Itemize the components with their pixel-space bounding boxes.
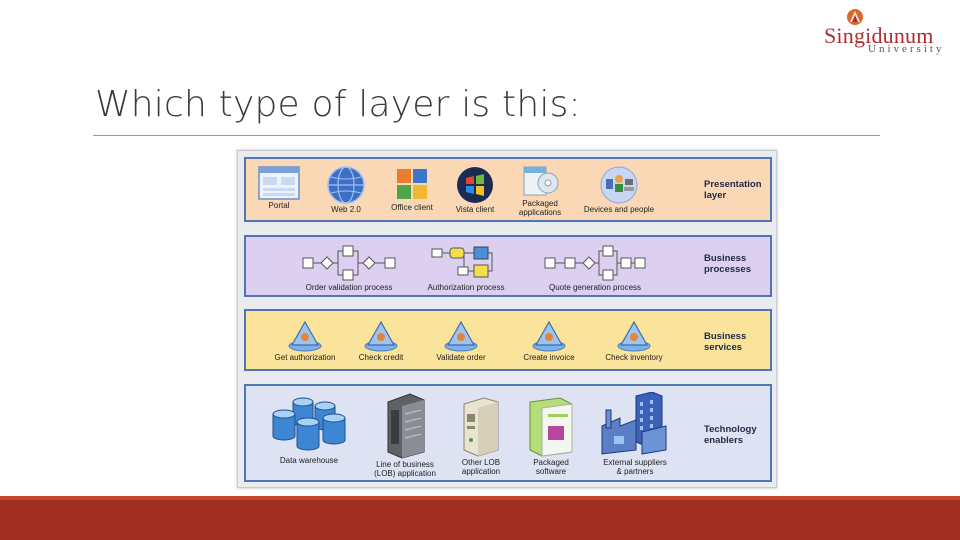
item-label-get-authorization: Get authorization (274, 353, 336, 362)
item-label-authorization: Authorization process (427, 283, 505, 292)
item-label-data-warehouse: Data warehouse (279, 456, 339, 465)
item-vista-client: Vista client (446, 165, 504, 214)
database-cylinders-icon (272, 397, 346, 451)
item-label-vista-client: Vista client (455, 205, 495, 214)
service-triangle-icon (288, 320, 322, 352)
item-label-packaged-software: Packaged software (533, 458, 569, 476)
item-get-authorization: Get authorization (268, 319, 342, 362)
layer-label-presentation: Presentation layer (704, 179, 762, 201)
item-label-office-client: Office client (391, 203, 433, 212)
item-external-suppliers-partners: External suppliers & partners (592, 392, 678, 476)
band-presentation-layer: Portal Web 2.0 Office (244, 157, 772, 222)
package-cd-icon (523, 166, 559, 196)
band-business-services: Get authorization Check credit Validate … (244, 309, 772, 371)
item-label-devices-and-people: Devices and people (583, 205, 655, 214)
layer-label-business-processes: Business processes (704, 253, 752, 275)
item-validate-order: Validate order (426, 319, 496, 362)
footer-accent-line (0, 496, 960, 501)
band-business-processes: Order validation process Authorization p… (244, 235, 772, 297)
service-triangle-icon (444, 320, 478, 352)
item-label-order-validation: Order validation process (305, 283, 393, 292)
item-web20: Web 2.0 (318, 165, 374, 214)
item-devices-and-people: Devices and people (576, 165, 662, 214)
item-packaged-software: Packaged software (518, 396, 584, 476)
title-divider (93, 135, 880, 136)
item-check-inventory: Check inventory (596, 319, 672, 362)
item-label-other-lob-application: Other LOB application (461, 458, 501, 476)
university-logo: Singidunum University (824, 8, 948, 55)
windows-icon (457, 167, 493, 203)
item-lob-application: Line of business (LOB) application (360, 392, 450, 478)
layer-label-technology-enablers: Technology enablers (704, 424, 757, 446)
layer-diagram: Portal Web 2.0 Office (237, 150, 777, 488)
flowchart-icon (302, 245, 396, 281)
item-check-credit: Check credit (348, 319, 414, 362)
devices-people-icon (600, 166, 638, 204)
layer-label-business-services: Business services (704, 331, 747, 353)
item-label-check-inventory: Check inventory (605, 353, 663, 362)
item-label-external-suppliers: External suppliers & partners (603, 458, 667, 476)
logo-subtitle: University (868, 43, 945, 55)
item-data-warehouse: Data warehouse (268, 396, 350, 465)
item-label-quote-generation: Quote generation process (548, 283, 642, 292)
office-icon (397, 169, 427, 199)
item-label-packaged-applications: Packaged applications (518, 199, 562, 217)
footer-bar (0, 500, 960, 540)
portal-icon (258, 166, 300, 200)
item-label-validate-order: Validate order (436, 353, 486, 362)
item-label-lob-application: Line of business (LOB) application (374, 460, 436, 478)
service-triangle-icon (532, 320, 566, 352)
server-light-icon (463, 397, 499, 457)
item-label-web20: Web 2.0 (331, 205, 361, 214)
logo-emblem-icon (847, 9, 863, 25)
slide-title: Which type of layer is this: (95, 84, 581, 125)
service-triangle-icon (364, 320, 398, 352)
item-quote-generation-process: Quote generation process (536, 243, 654, 292)
item-authorization-process: Authorization process (418, 243, 514, 292)
service-triangle-icon (617, 320, 651, 352)
item-office-client: Office client (382, 165, 442, 212)
band-technology-enablers: Data warehouse Line of business (LOB) ap… (244, 384, 772, 482)
item-label-portal: Portal (268, 201, 290, 210)
flowchart-color-icon (431, 246, 493, 278)
item-create-invoice: Create invoice (514, 319, 584, 362)
globe-icon (327, 166, 365, 204)
server-dark-icon (387, 393, 425, 459)
software-box-icon (529, 397, 573, 457)
item-label-check-credit: Check credit (358, 353, 404, 362)
logo-name: Singidunum (824, 23, 934, 48)
item-label-create-invoice: Create invoice (523, 353, 575, 362)
item-portal: Portal (254, 165, 304, 210)
flowchart-icon (544, 245, 646, 281)
buildings-icon (601, 392, 667, 455)
item-order-validation-process: Order validation process (294, 243, 404, 292)
item-packaged-applications: Packaged applications (512, 163, 568, 217)
item-other-lob-application: Other LOB application (448, 396, 514, 476)
